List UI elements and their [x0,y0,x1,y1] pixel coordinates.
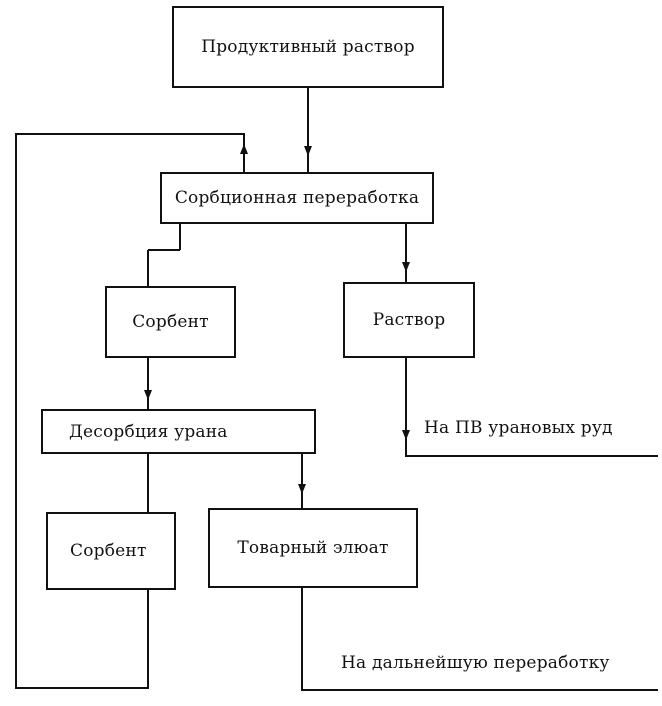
arrow-into-outlet-1 [402,430,410,440]
node-solution: Раствор [343,282,475,358]
node-sorbent-1: Сорбент [105,286,236,358]
node-productive-solution: Продуктивный раствор [172,6,444,88]
edge-sorbent-recycle [15,133,245,689]
node-sorption-processing: Сорбционная переработка [160,172,434,224]
edge-eluate-outlet [301,588,658,691]
node-label: Сорбционная переработка [174,188,420,208]
arrow-into-solution [402,262,410,272]
node-sorbent-2: Сорбент [46,512,176,590]
arrow-recycle-up [240,144,248,154]
output-label-ore-leaching: На ПВ урановых руд [424,418,613,438]
node-label: Сорбент [132,312,209,332]
edge-solution-outlet [405,358,658,457]
node-label: Товарный элюат [237,538,389,558]
arrow-into-sorption [304,146,312,156]
node-label: Продуктивный раствор [201,37,415,57]
node-label: Раствор [372,310,446,330]
node-uranium-desorption: Десорбция урана [41,409,316,454]
node-label: Десорбция урана [69,421,228,442]
arrow-into-eluate [298,484,306,494]
arrow-into-desorption [144,390,152,400]
node-commercial-eluate: Товарный элюат [208,508,418,588]
output-label-further-processing: На дальнейшую переработку [341,653,610,673]
node-label: Сорбент [70,541,147,561]
